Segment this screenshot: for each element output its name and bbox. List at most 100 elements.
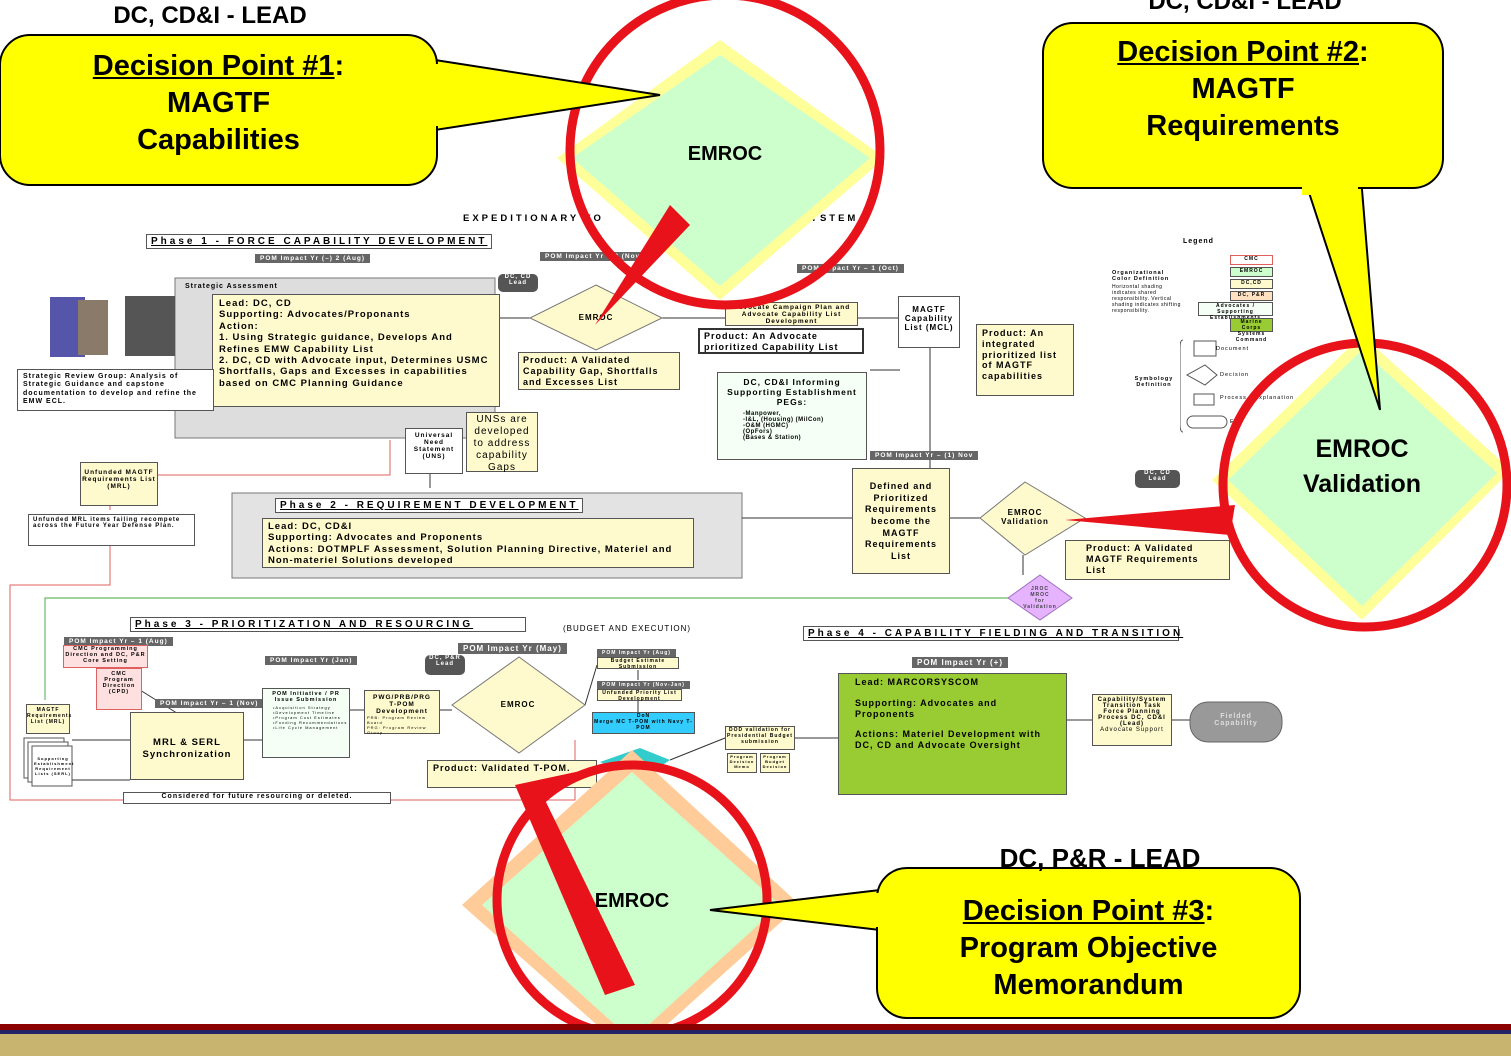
- program-budget-decision: Program Budget Decision: [760, 753, 790, 773]
- dp3-title: Decision Point #3: [962, 895, 1205, 927]
- emroc-validation-line2: Validation: [1302, 470, 1422, 498]
- legend-symbol-decision: Decision: [1220, 372, 1250, 378]
- pwg-title: PWG/PRB/PRG T-POM Development: [373, 694, 431, 715]
- product-gap-box: Product: A Validated Capability Gap, Sho…: [518, 352, 680, 390]
- dp2-title: Decision Point #2: [1117, 36, 1360, 68]
- dp2-line2: Requirements: [1146, 110, 1340, 143]
- dp1-callout-text: Decision Point #1: MAGTF Capabilities: [0, 48, 437, 159]
- informing-list: -Manpower, -I&L, (Housing) (MilCon) -O&M…: [743, 411, 824, 441]
- phase3-emroc-label: EMROC: [500, 700, 536, 709]
- mcl-document: MAGTF Capability List (MCL): [898, 296, 960, 348]
- dp3-line2: Memorandum: [993, 969, 1184, 1002]
- strategic-assessment-label: Strategic Assessment: [185, 283, 278, 290]
- informing-box: DC, CD&I Informing Supporting Establishm…: [717, 372, 867, 460]
- considered-note: Considered for future resourcing or dele…: [123, 792, 391, 804]
- dp2-lead: DC, CD&I - LEAD: [1148, 0, 1342, 15]
- legend-org-title: Organizational Color Definition: [1112, 270, 1170, 282]
- dp2-line1: MAGTF: [1191, 73, 1295, 106]
- product-mrl-box: Product: A Validated MAGTF Requirements …: [1065, 540, 1230, 580]
- transition-label: Capability/System Transition Task Force …: [1097, 697, 1167, 727]
- product-advocate-box: Product: An Advocate prioritized Capabil…: [698, 328, 864, 354]
- dp1-line2: Capabilities: [137, 124, 300, 157]
- dod-validation-document: DOD validation for Presidential Budget s…: [725, 726, 795, 750]
- dp3-colon: :: [1204, 895, 1215, 927]
- dp1-line1: MAGTF: [166, 87, 271, 120]
- uns-note: UNSs are developed to address capability…: [466, 412, 538, 473]
- transition-task-force-box: Capability/System Transition Task Force …: [1092, 694, 1172, 746]
- product-integrated-box: Product: An integrated prioritized list …: [976, 324, 1074, 396]
- informing-title: DC, CD&I Informing Supporting Establishm…: [727, 377, 857, 407]
- dp2-callout-text: Decision Point #2: MAGTF Requirements: [1043, 34, 1443, 145]
- legend-item-dcpr: DC, P&R: [1230, 291, 1273, 301]
- mrl-serl-sync-box: MRL & SERL Synchronization: [130, 712, 244, 780]
- legend-org-text: Horizontal shading indicates shared resp…: [1112, 284, 1181, 314]
- pom-initiative-document: POM Initiative / PR Issue Submission •Ac…: [262, 688, 350, 758]
- defined-requirements-box: Defined and Prioritized Requirements bec…: [852, 468, 950, 574]
- emroc-validation-line1: EMROC: [1315, 435, 1409, 463]
- pom-initiative-title: POM Initiative / PR Issue Submission: [272, 691, 340, 703]
- pom-badge: POM Impact Yr – 1 (Oct): [797, 264, 904, 273]
- emroc-diamond-top-label: EMROC: [687, 143, 763, 165]
- fielded-capability-label: Fielded Capability: [1214, 713, 1258, 727]
- program-decision-memo: Program Decision Memo: [727, 753, 757, 773]
- jroc-label: JROC MROC for Validation: [1023, 586, 1057, 610]
- dp3-line1: Program Objective: [959, 932, 1218, 965]
- dp3-callout-text: Decision Point #3: Program Objective Mem…: [877, 893, 1300, 1004]
- pom-badge: POM Impact Yr (Jan): [265, 656, 358, 665]
- dp2-colon: :: [1359, 36, 1369, 68]
- chart-title: EXPEDITIONARY FO SYSTEM: [463, 213, 859, 224]
- pom-badge: POM Impact Yr (+): [912, 657, 1008, 668]
- legend-title: Legend: [1183, 238, 1214, 245]
- pom-badge: POM Impact Yr (–) 2 (Aug): [255, 254, 371, 263]
- dp1-colon: :: [334, 50, 345, 82]
- legend-item-emroc: EMROC: [1230, 267, 1273, 277]
- phase4-supporting: Supporting: Advocates and Proponents: [855, 697, 998, 719]
- dp3-lead: DC, P&R - LEAD: [999, 843, 1201, 873]
- legend-item-dccd: DC,CD: [1230, 279, 1273, 289]
- phase4-lead: Lead: MARCORSYSCOM: [855, 677, 980, 687]
- pwg-note: PRB: Program Review Board PRG: Program R…: [367, 715, 427, 735]
- uns-document: Universal Need Statement (UNS): [405, 428, 463, 474]
- phase-1-title: Phase 1 - FORCE CAPABILITY DEVELOPMENT: [146, 234, 493, 249]
- pwg-box: PWG/PRB/PRG T-POM Development PRB: Progr…: [364, 690, 440, 735]
- phase4-actions: Actions: Materiel Development with DC, C…: [855, 729, 1042, 751]
- dc-cd-lead-tag: DC, CD Lead: [498, 274, 538, 292]
- cmc-programming-box: CMC Programming Direction and DC, P&R Co…: [63, 645, 148, 668]
- pom-badge: POM Impact Yr (May): [458, 643, 567, 654]
- legend-item-cmc: CMC: [1230, 255, 1273, 265]
- pom-initiative-list: •Acquisition Strategy •Development Timel…: [273, 705, 348, 730]
- legend-symbol-document: Document: [1216, 346, 1250, 352]
- phase-2-title: Phase 2 - REQUIREMENT DEVELOPMENT: [275, 498, 584, 513]
- pom-badge: POM Impact Yr – 1 (Aug): [64, 637, 173, 646]
- serl-label: Supporting Establishment Requirement Lis…: [34, 756, 75, 776]
- emroc-validation-label: EMROC Validation: [1001, 508, 1049, 526]
- dp1-lead: DC, CD&I - LEAD: [113, 2, 307, 29]
- pom-badge: POM Impact Yr – (1) Nov: [870, 451, 979, 460]
- phase1-lead-box: Lead: DC, CD Supporting: Advocates/Propo…: [212, 294, 500, 407]
- budget-estimate-box: Budget Estimate Submission: [597, 657, 679, 670]
- pom-badge: POM Impact Yr (Nov-Jan): [597, 681, 690, 689]
- dp1-title: Decision Point #1: [92, 50, 335, 82]
- phase2-lead-box: Lead: DC, CD&I Supporting: Advocates and…: [262, 518, 694, 568]
- dc-pr-lead-tag: DC, P&R Lead: [425, 655, 465, 675]
- legend-symbology-title: Symbology Definition: [1134, 376, 1174, 388]
- strategic-review-group-box: Strategic Review Group: Analysis of Stra…: [17, 369, 214, 411]
- legend-item-marcorsyscom: Marine Corps Systems Command: [1230, 318, 1273, 343]
- advocate-support-label: Advocate Support: [1100, 727, 1164, 733]
- pom-badge: POM Impact Yr – 1 (Nov): [155, 699, 264, 708]
- magtf-requirements-document: MAGTF Requirements List (MRL): [26, 704, 71, 734]
- phase4-green-box: Lead: MARCORSYSCOM Supporting: Advocates…: [838, 673, 1067, 795]
- cmc-program-direction: CMC Program Direction (CPD): [96, 668, 142, 710]
- budget-execution-label: (BUDGET AND EXECUTION): [563, 624, 692, 633]
- unfunded-note: Unfunded MRL items failing recompete acr…: [28, 514, 195, 546]
- phase-3-title: Phase 3 - PRIORITIZATION AND RESOURCING: [130, 617, 526, 632]
- emroc-validation-diamond-label: EMROC Validation: [1262, 432, 1462, 502]
- dc-cd-lead-tag: DC, CD Lead: [1135, 470, 1180, 488]
- phase-4-title: Phase 4 - CAPABILITY FIELDING AND TRANSI…: [803, 626, 1180, 641]
- advocate-campaign-box: Advocate Campaign Plan and Advocate Capa…: [725, 302, 858, 326]
- don-merge-box: DoN Merge MC T-POM with Navy T-POM: [592, 712, 695, 734]
- pom-badge: POM Impact Yr – 2 (Nov: [540, 252, 646, 261]
- unfunded-priority-box: Unfunded Priority List Development: [597, 689, 682, 702]
- pom-badge: POM Impact Yr (Aug): [597, 649, 676, 657]
